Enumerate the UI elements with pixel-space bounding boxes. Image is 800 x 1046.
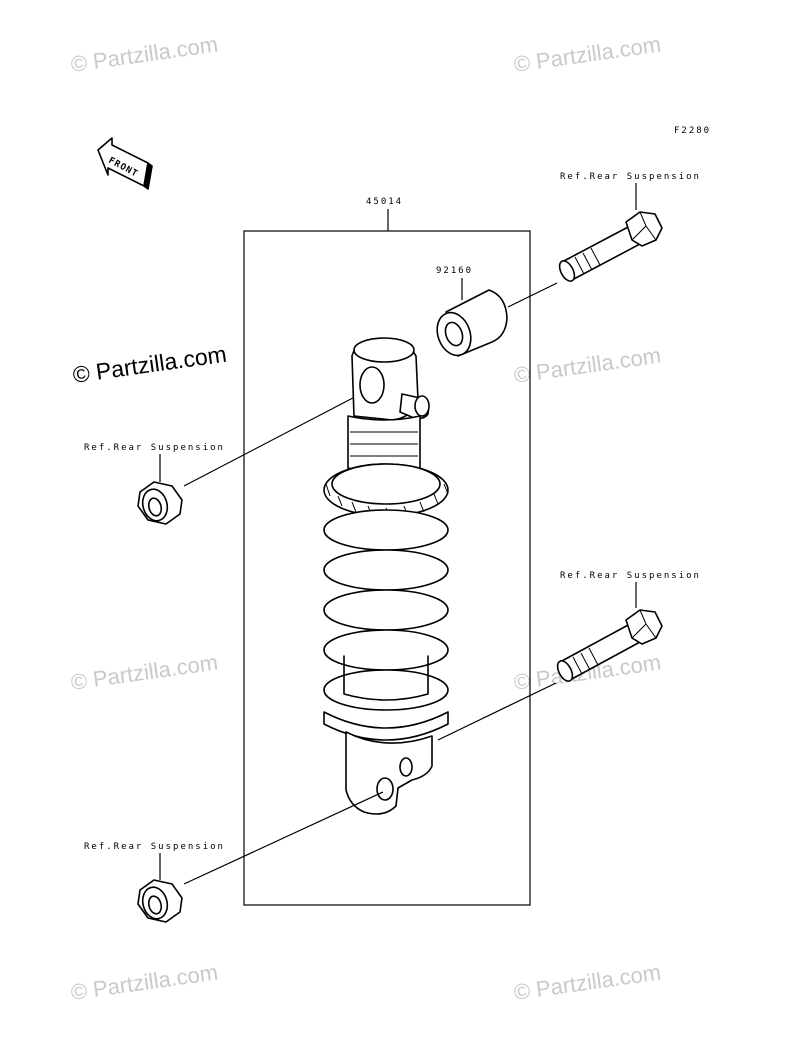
watermark: © Partzilla.com — [69, 960, 219, 1005]
shock-absorber-icon — [323, 337, 449, 815]
front-arrow-icon: FRONT — [97, 137, 153, 190]
watermark: © Partzilla.com — [512, 960, 662, 1005]
assembly-bracket — [243, 230, 531, 906]
collar-icon — [436, 289, 508, 357]
nut-icon — [137, 879, 183, 923]
ref-label: Ref.Rear Suspension — [84, 443, 225, 453]
figure-code: F2280 — [674, 126, 711, 136]
watermark: © Partzilla.com — [512, 32, 662, 77]
leader-line — [507, 282, 558, 308]
part-number-45014: 45014 — [366, 197, 403, 207]
watermark: © Partzilla.com — [512, 343, 662, 388]
ref-label: Ref.Rear Suspension — [84, 842, 225, 852]
part-number-92160: 92160 — [436, 266, 473, 276]
ref-label: Ref.Rear Suspension — [560, 571, 701, 581]
bolt-icon — [556, 609, 663, 682]
ref-label: Ref.Rear Suspension — [560, 172, 701, 182]
watermark: © Partzilla.com — [69, 650, 219, 695]
leader-line — [183, 387, 373, 487]
nut-icon — [137, 481, 183, 525]
leader-line — [183, 791, 384, 885]
leader-line — [437, 682, 557, 741]
watermark-main: © Partzilla.com — [71, 341, 228, 388]
watermark: © Partzilla.com — [69, 32, 219, 77]
bolt-icon — [558, 211, 663, 282]
